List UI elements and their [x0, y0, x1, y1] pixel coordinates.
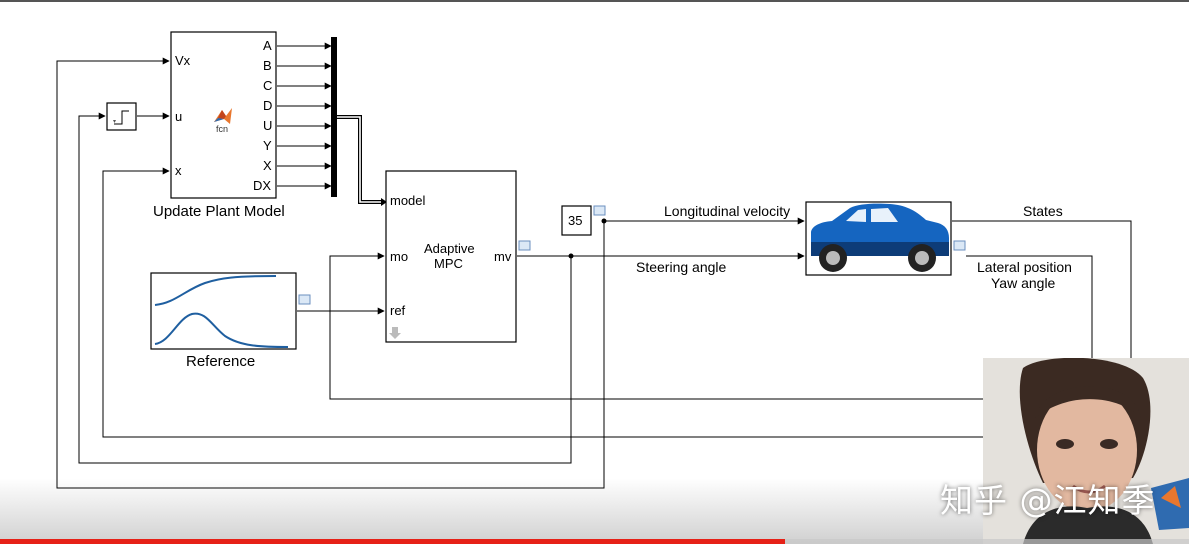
signal-longitudinal-velocity: Longitudinal velocity [664, 203, 790, 219]
signal-lateral-position: Lateral position [977, 259, 1072, 275]
mpc-title-line2: MPC [434, 256, 463, 271]
port-d: D [263, 98, 272, 113]
adaptive-mpc-block[interactable]: model mo ref mv Adaptive MPC [386, 171, 516, 342]
reference-block[interactable] [151, 273, 296, 349]
port-model: model [390, 193, 426, 208]
memory-block[interactable] [107, 103, 136, 130]
port-c: C [263, 78, 272, 93]
port-mv: mv [494, 249, 512, 264]
vehicle-block[interactable] [806, 202, 951, 275]
port-vx: Vx [175, 53, 191, 68]
signal-steering-angle: Steering angle [636, 259, 727, 275]
port-ref: ref [390, 303, 406, 318]
constant-block[interactable]: 35 [562, 206, 591, 235]
video-progress-track[interactable] [0, 539, 1189, 544]
signal-states: States [1023, 203, 1063, 219]
fcn-label: fcn [216, 124, 228, 134]
mpc-title-line1: Adaptive [424, 241, 475, 256]
signal-yaw-angle: Yaw angle [991, 275, 1056, 291]
port-uo: U [263, 118, 272, 133]
port-a: A [263, 38, 272, 53]
watermark-text: 知乎 @江知季 [940, 474, 1156, 522]
video-progress-fill [0, 539, 785, 544]
vehicle-port-marker [954, 241, 965, 250]
port-y: Y [263, 138, 272, 153]
update-plant-model-title: Update Plant Model [153, 203, 285, 220]
mux-block[interactable] [331, 37, 337, 197]
port-x: x [175, 163, 182, 178]
port-dx: DX [253, 178, 271, 193]
port-mo: mo [390, 249, 408, 264]
port-b: B [263, 58, 272, 73]
constant-port-marker [594, 206, 605, 215]
update-plant-model-block[interactable]: Vx u x A B C D U Y X DX fcn [171, 32, 276, 198]
mux-input-wires [277, 46, 331, 186]
reference-port-marker [299, 295, 310, 304]
constant-value: 35 [568, 213, 582, 228]
reference-title: Reference [186, 353, 255, 370]
mv-port-marker [519, 241, 530, 250]
port-u: u [175, 109, 182, 124]
port-xo: X [263, 158, 272, 173]
